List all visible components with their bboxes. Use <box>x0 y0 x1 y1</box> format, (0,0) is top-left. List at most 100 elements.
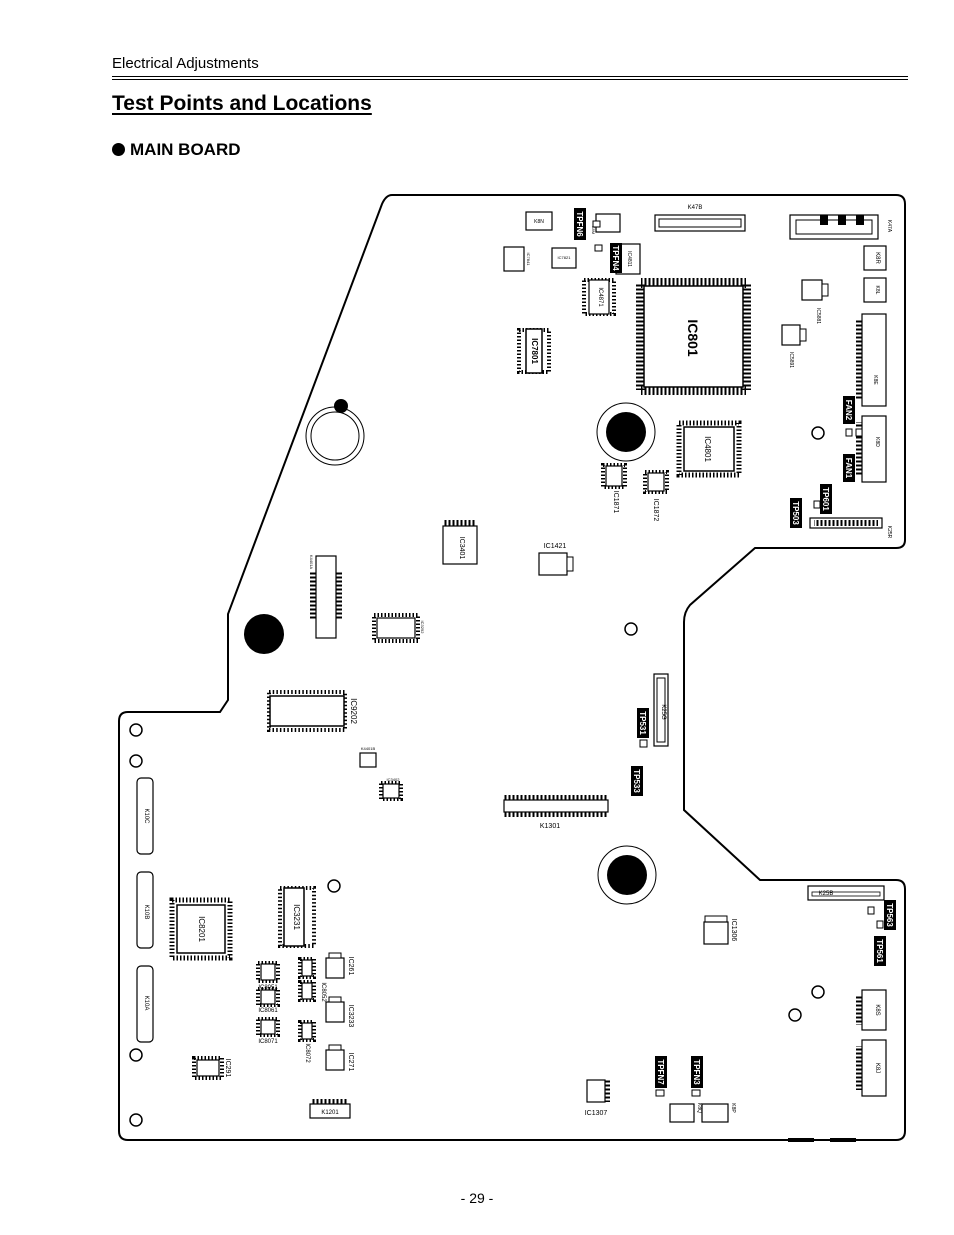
k8p-label: K8P <box>730 1103 736 1113</box>
fan2-text: FAN2 <box>844 400 853 421</box>
tpfn6-label: TPFN6 <box>574 208 586 240</box>
fan1-label: FAN1 <box>843 454 855 482</box>
ic8051-label: IC8051 <box>258 985 278 991</box>
ic291-label: IC291 <box>224 1059 231 1078</box>
k4401a-connector: K4401A <box>309 555 342 639</box>
test-pad <box>655 1089 665 1097</box>
board-subtitle: MAIN BOARD <box>112 140 241 160</box>
k10a-connector: K10A <box>136 965 154 1043</box>
ic7801-label: IC7801 <box>530 338 539 364</box>
ic1421-label: IC1421 <box>544 543 567 550</box>
ic261-label: IC261 <box>347 957 354 976</box>
ic5881-chip: IC5881 <box>801 279 829 324</box>
k47a-connector: K47A <box>789 214 892 240</box>
k8l-connector: K8L <box>863 277 887 303</box>
k10c-label: K10C <box>143 808 149 824</box>
k25r-label: K25R <box>886 526 892 539</box>
k25g-label: K25G <box>660 704 666 720</box>
k8r-connector: K8R <box>863 245 887 271</box>
k8l-label: K8L <box>874 286 880 295</box>
ic3401-chip: IC3401 <box>442 520 478 565</box>
tpfn4-text: TPFN4 <box>611 245 620 271</box>
small-hole <box>788 1008 802 1022</box>
k4401b-connector: K4401B <box>359 746 377 768</box>
heatsink-dot <box>606 412 646 452</box>
ic7841-chip: IC7841 <box>503 246 531 272</box>
k4401b-label: K4401B <box>361 746 376 751</box>
ic3292b-chip <box>298 957 316 979</box>
k8e-label: K8E <box>872 375 878 385</box>
board-tab <box>788 1138 814 1142</box>
ic8071-chip: IC8071 <box>256 1017 280 1045</box>
test-pad <box>813 500 821 509</box>
k8s-label: K8S <box>874 1004 880 1015</box>
ic4871-label: IC4871 <box>597 287 603 307</box>
small-hole <box>811 426 825 440</box>
ic7801-chip: IC7801 <box>517 328 551 374</box>
k8q-label: K8Q <box>696 1103 702 1113</box>
tp533-text: TP533 <box>632 769 641 793</box>
ic4811-label: IC4811 <box>626 251 632 267</box>
tpfn7-text: TPFN7 <box>656 1059 665 1085</box>
test-pad <box>691 1089 701 1097</box>
test-pad <box>855 428 863 437</box>
ic8051-chip: IC8051 <box>256 961 280 991</box>
k10b-label: K10B <box>143 905 149 920</box>
section-header: Electrical Adjustments <box>112 55 259 72</box>
tpfn4-label: TPFN4 <box>610 243 622 273</box>
ic261-chip: IC261 <box>325 952 354 979</box>
k47b-label: K47B <box>688 205 703 211</box>
ic8061-label: IC8061 <box>258 1008 278 1014</box>
ic3233-chip: IC3233 <box>325 996 354 1027</box>
heatsink-ring-lower <box>597 845 657 905</box>
k8r-label: K8R <box>874 252 880 264</box>
ic5881-label: IC5881 <box>815 308 821 324</box>
k8e-connector: K8E <box>856 313 887 407</box>
k8s-connector: K8S <box>856 989 887 1031</box>
ic8201-chip: IC8201 <box>169 897 233 961</box>
board-outline <box>118 194 906 1141</box>
small-hole <box>129 1048 143 1062</box>
k8j-connector: K8J <box>856 1039 887 1097</box>
ic7841-label: IC7841 <box>526 253 531 267</box>
small-hole <box>129 723 143 737</box>
tp533-label: TP533 <box>631 766 643 796</box>
ic7821-chip: IC7821 <box>551 247 577 269</box>
small-hole <box>129 1113 143 1127</box>
ic3231-chip: IC3231 <box>278 886 316 948</box>
tp531-text: TP531 <box>638 711 647 735</box>
k8p-connector: K8P <box>701 1103 736 1123</box>
ic3231-label: IC3231 <box>292 904 301 930</box>
ic801-chip: IC801 <box>636 278 751 395</box>
k25b-label: K25B <box>819 891 834 897</box>
ic5891-chip: IC5891 <box>781 324 807 368</box>
small-hole <box>327 879 341 893</box>
mounting-ring-inner <box>310 411 360 461</box>
ic801-label: IC801 <box>685 319 701 357</box>
mounting-hole-black <box>244 614 284 654</box>
small-hole <box>811 985 825 999</box>
page-title: Test Points and Locations <box>112 92 372 115</box>
test-pad <box>592 220 601 228</box>
ic7821-label: IC7821 <box>558 255 572 260</box>
bullet-icon <box>112 143 125 156</box>
ic8061-chip: IC8061 <box>256 987 280 1014</box>
ic8072-chip: IC8072 <box>298 1020 316 1063</box>
page-number: - 29 - <box>460 1190 494 1206</box>
k1301-label: K1301 <box>540 823 560 830</box>
ic1306-chip: IC1306 <box>703 915 737 945</box>
k10b-connector: K10B <box>136 871 154 949</box>
ic4801-label: IC4801 <box>703 436 712 462</box>
header-rule-second <box>112 79 908 80</box>
ic4871-chip: IC4871 <box>582 278 616 316</box>
ic3292-label: IC3292 <box>420 621 425 635</box>
mounting-ring <box>305 406 365 466</box>
ic1307-chip: IC1307 <box>585 1079 610 1117</box>
ic3402-label: IC3402 <box>387 777 401 782</box>
test-pad <box>594 244 603 252</box>
ic3292-chip: IC3292 <box>372 613 425 643</box>
tpfn6-text: TPFN6 <box>575 211 584 237</box>
k8j-label: K8J <box>874 1063 880 1073</box>
ic9202-chip: IC9202 <box>267 690 358 732</box>
